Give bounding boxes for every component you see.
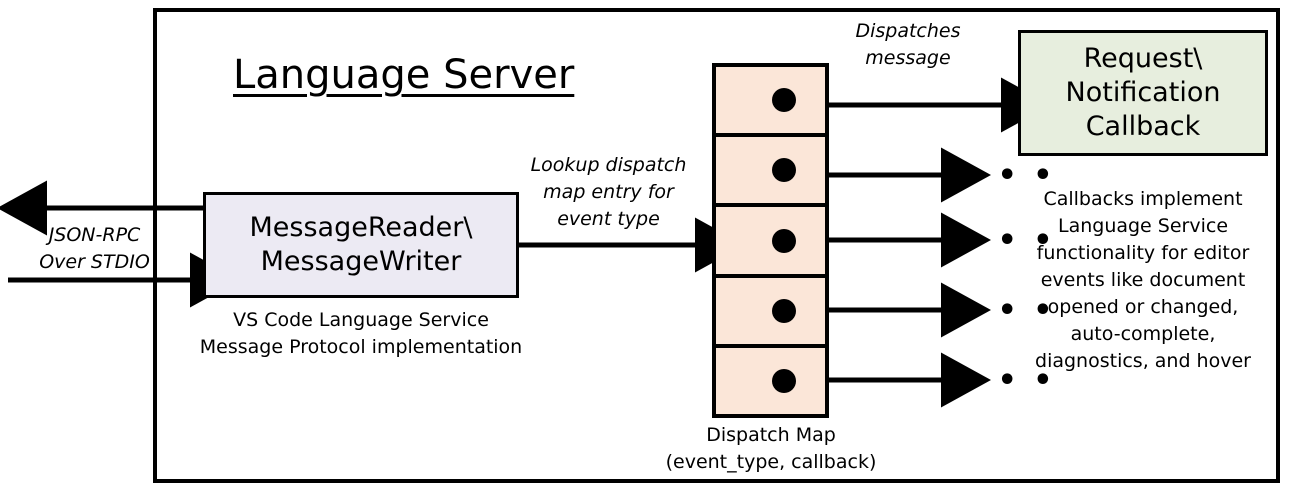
callback-description-line-6: auto-complete, xyxy=(1070,323,1216,345)
callback-description-line-5: opened or changed, xyxy=(1047,296,1239,318)
message-box-line-2: MessageWriter xyxy=(260,246,462,277)
callback-description-line-1: Callbacks implement xyxy=(1043,188,1243,210)
callback-pointer-dot xyxy=(772,298,796,323)
ellipsis-row-2: • • • xyxy=(962,158,1056,193)
dispatch-map-caption-line-1: Dispatch Map xyxy=(706,424,836,446)
dispatches-label-line-2: message xyxy=(865,47,951,69)
protocol-label: JSON-RPC Over STDIO xyxy=(22,222,167,276)
callback-pointer-dot xyxy=(772,88,796,113)
protocol-label-line-1: JSON-RPC xyxy=(48,224,141,246)
callback-description-line-7: diagnostics, and hover xyxy=(1035,350,1251,372)
message-box-caption-line-1: VS Code Language Service xyxy=(233,309,489,331)
callback-description: Callbacks implement Language Service fun… xyxy=(1006,186,1280,375)
language-server-frame xyxy=(153,8,1280,483)
callback-pointer-dot xyxy=(772,368,796,393)
lookup-label-line-1: Lookup dispatch xyxy=(530,154,687,176)
callback-pointer-dot xyxy=(772,228,796,253)
callback-box-line-3: Callback xyxy=(1085,111,1201,142)
table-row[interactable] xyxy=(716,207,825,278)
table-row[interactable] xyxy=(716,137,825,208)
dispatch-map-caption: Dispatch Map (event_type, callback) xyxy=(640,422,902,476)
dispatch-map-caption-line-2: (event_type, callback) xyxy=(665,451,877,473)
table-row[interactable] xyxy=(716,67,825,138)
lookup-label-line-2: map entry for xyxy=(543,181,674,203)
message-box-line-1: MessageReader\ xyxy=(249,212,473,243)
message-box-caption: VS Code Language Service Message Protoco… xyxy=(183,307,539,361)
dispatches-label-line-1: Dispatches xyxy=(855,20,961,42)
callback-description-line-3: functionality for editor xyxy=(1036,242,1250,264)
table-row[interactable] xyxy=(716,348,825,414)
protocol-label-line-2: Over STDIO xyxy=(39,251,150,273)
message-box-caption-line-2: Message Protocol implementation xyxy=(199,336,523,358)
dispatches-message-label: Dispatches message xyxy=(832,18,984,72)
lookup-label-line-3: event type xyxy=(557,208,660,230)
dispatch-map-table[interactable] xyxy=(712,63,829,418)
page-title: Language Server xyxy=(233,52,575,98)
callback-description-line-2: Language Service xyxy=(1057,215,1229,237)
request-notification-callback-box[interactable]: Request\ Notification Callback xyxy=(1018,30,1268,156)
callback-description-line-4: events like document xyxy=(1040,269,1246,291)
callback-box-line-1: Request\ xyxy=(1083,43,1203,74)
table-row[interactable] xyxy=(716,278,825,348)
lookup-dispatch-label: Lookup dispatch map entry for event type xyxy=(516,152,701,233)
callback-pointer-dot xyxy=(772,158,796,183)
callback-box-line-2: Notification xyxy=(1065,77,1221,108)
ellipsis-row-5: • • • xyxy=(962,363,1056,398)
message-reader-writer-box[interactable]: MessageReader\ MessageWriter xyxy=(203,192,519,298)
